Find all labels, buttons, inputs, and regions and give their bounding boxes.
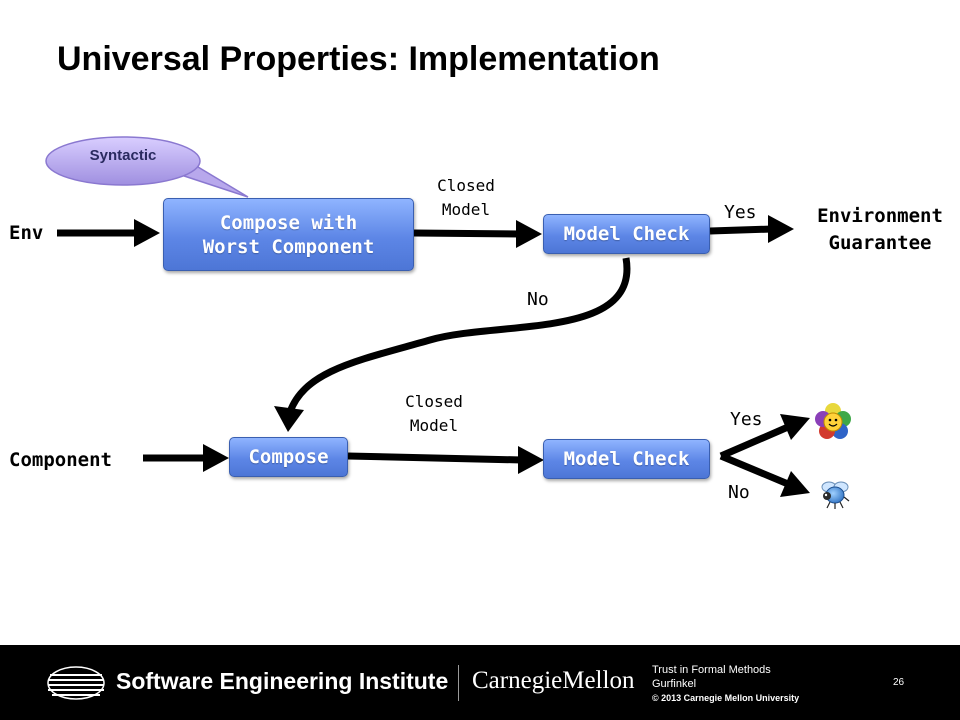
slide-title: Universal Properties: Implementation xyxy=(57,40,660,78)
closed-model-label-2: Closed Model xyxy=(405,392,463,435)
bug-icon xyxy=(821,481,850,509)
env-label: Env xyxy=(9,222,44,244)
diagram-canvas xyxy=(45,136,851,509)
arrow-no-branch xyxy=(719,452,810,497)
arrow-check-to-guarantee xyxy=(709,215,794,243)
smiley-flower-icon xyxy=(815,403,851,439)
cmu-name: CarnegieMellon xyxy=(472,667,635,694)
sei-logo-icon xyxy=(47,666,105,700)
arrow-compose-to-check-2 xyxy=(347,446,544,474)
callout-text: Syntactic xyxy=(89,147,157,164)
author-name: Gurfinkel xyxy=(652,678,697,690)
compose-box: Compose xyxy=(229,437,348,477)
arrow-component-to-compose xyxy=(143,444,229,472)
syntactic-callout xyxy=(45,136,249,198)
compose-worst-component-box: Compose with Worst Component xyxy=(163,198,414,271)
copyright-text: © 2013 Carnegie Mellon University xyxy=(652,693,800,703)
compose-worst-line-2: Worst Component xyxy=(202,235,375,258)
footer-divider xyxy=(458,665,459,701)
component-label: Component xyxy=(9,449,112,471)
arrow-env-to-compose xyxy=(57,219,160,247)
compose-worst-line-1: Compose with xyxy=(219,211,358,234)
talk-title: Trust in Formal Methods xyxy=(652,664,771,676)
no-label-2: No xyxy=(728,482,750,503)
slide-number: 26 xyxy=(893,677,905,688)
closed-model-label-1: Closed Model xyxy=(437,176,495,219)
model-check-box-1: Model Check xyxy=(543,214,710,254)
yes-label-2: Yes xyxy=(730,409,763,430)
environment-guarantee-label: Environment Guarantee xyxy=(817,205,943,254)
sei-name: Software Engineering Institute xyxy=(116,668,449,694)
footer-bar: Software Engineering Institute CarnegieM… xyxy=(0,645,960,720)
yes-label-1: Yes xyxy=(724,202,757,223)
arrow-yes-branch xyxy=(719,414,810,460)
arrow-no-feedback xyxy=(274,257,631,432)
model-check-box-2: Model Check xyxy=(543,439,710,479)
arrow-compose-to-check xyxy=(413,220,542,248)
no-label-1: No xyxy=(527,289,549,310)
